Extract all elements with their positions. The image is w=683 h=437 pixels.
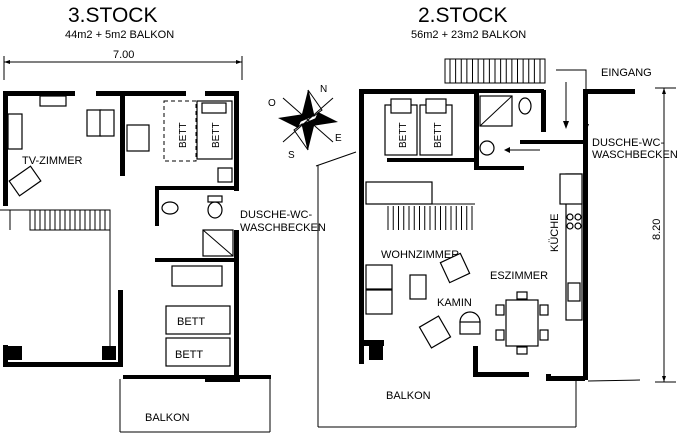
- desk: [126, 124, 150, 152]
- toilet: [518, 97, 532, 115]
- bed-label: BETT: [177, 316, 205, 328]
- armchair: [99, 109, 115, 137]
- bed-label: BETT: [211, 122, 222, 148]
- compass-o: O: [268, 98, 276, 109]
- floor3-title: 3.STOCK: [68, 4, 157, 27]
- floor2-bath-label-2: WASCHBECKEN: [592, 149, 678, 161]
- toilet-tank: [207, 195, 223, 203]
- sink: [479, 140, 495, 156]
- floor2-walls: [359, 89, 635, 381]
- compass-e: E: [335, 133, 342, 144]
- bed-label: BETT: [398, 122, 409, 148]
- floor3-area: 44m2 + 5m2 BALKON: [65, 29, 174, 41]
- floor3-walls: [3, 91, 271, 382]
- sofa-seat: [365, 289, 393, 315]
- eingang-label: EINGANG: [601, 67, 652, 79]
- nightstand: [217, 167, 233, 183]
- stove-icon: [566, 213, 582, 230]
- bed-label: BETT: [433, 122, 444, 148]
- floor2-height-label: 8.20: [651, 219, 663, 240]
- floor3-bath-label-2: WASCHBECKEN: [240, 222, 326, 234]
- kueche-label: KÜCHE: [549, 213, 561, 252]
- window-sill: [39, 95, 67, 107]
- sofa-seat: [365, 264, 393, 290]
- floor3-balkon-outline: [119, 379, 271, 433]
- esszimmer-label: ESZIMMER: [490, 270, 548, 282]
- fireplace-icon: [459, 311, 481, 335]
- floor2-bath-label-1: DUSCHE-WC-: [592, 137, 664, 149]
- floor2-area: 56m2 + 23m2 BALKON: [411, 29, 526, 41]
- floor2-title: 2.STOCK: [418, 4, 507, 27]
- pillow: [201, 102, 227, 114]
- toilet: [207, 201, 223, 219]
- bed: [165, 337, 231, 367]
- floor2-balkon-label: BALKON: [386, 390, 431, 402]
- wardrobe: [171, 265, 223, 287]
- bed-label: BETT: [175, 349, 203, 361]
- compass-n: N: [320, 84, 327, 95]
- compass-rose-icon: [278, 89, 338, 151]
- tv-zimmer-label: TV-ZIMMER: [22, 155, 83, 167]
- lounge-chair: [8, 165, 42, 197]
- floor2-height-dimension: [655, 87, 676, 383]
- sink: [161, 201, 179, 215]
- tv-cabinet: [7, 113, 23, 150]
- armchair: [418, 315, 452, 349]
- pillow: [425, 98, 447, 114]
- floor3-stairs: [29, 210, 111, 230]
- floor3-width-label: 7.00: [113, 49, 134, 61]
- shower-diagonal: [479, 95, 513, 127]
- armchair: [439, 252, 471, 284]
- armchair: [86, 109, 102, 137]
- bed-dashed: [163, 100, 197, 162]
- bath-arrow-icon: [504, 147, 540, 153]
- pillow: [390, 98, 412, 114]
- kamin-label: KAMIN: [437, 297, 472, 309]
- kitchen-sink: [567, 282, 581, 302]
- dining-chairs: [495, 291, 549, 355]
- bed: [165, 305, 231, 335]
- floor3-bath-label-1: DUSCHE-WC-: [240, 209, 312, 221]
- wardrobe: [365, 181, 433, 205]
- coffee-table: [409, 274, 427, 300]
- bed-label: BETT: [178, 122, 189, 148]
- floor2-stairs: [387, 206, 473, 230]
- floor3-width-dimension: [3, 56, 243, 80]
- floor2-balkon-outline: [315, 151, 641, 428]
- fridge: [559, 173, 583, 205]
- floor3-balkon-label: BALKON: [145, 412, 190, 424]
- dining-table: [505, 299, 539, 347]
- shower-diagonal: [202, 229, 234, 257]
- floor3-interior: [0, 209, 111, 360]
- wohnzimmer-label: WOHNZIMMER: [381, 249, 459, 261]
- compass-s: S: [288, 150, 295, 161]
- entrance-stairs-steps: [449, 59, 541, 83]
